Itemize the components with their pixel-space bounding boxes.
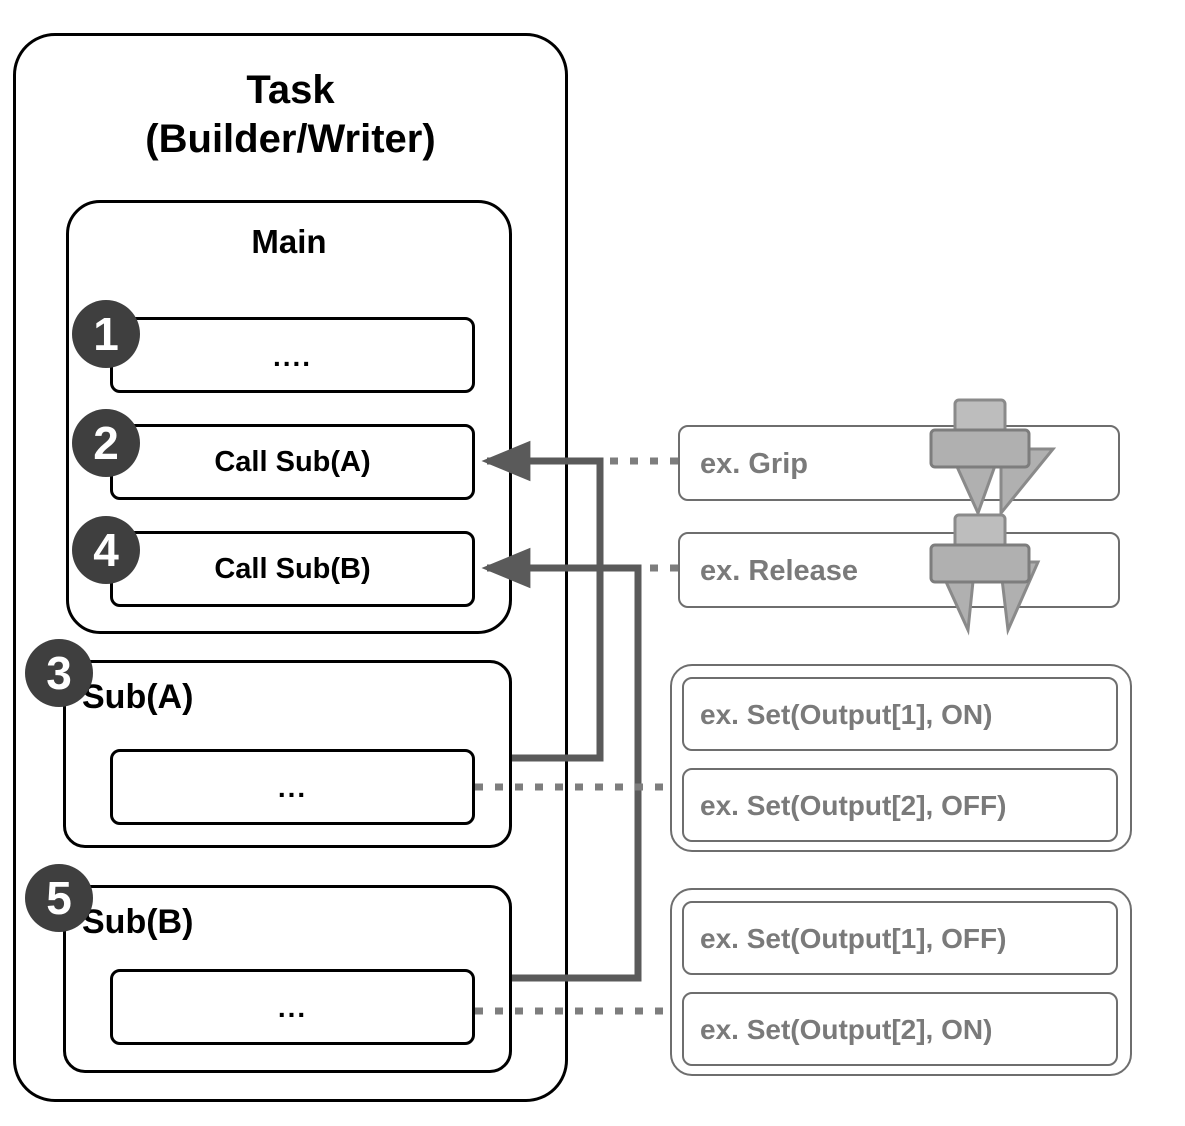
sub-b-title: Sub(B) bbox=[82, 903, 194, 941]
step-badge-2: 2 bbox=[72, 409, 140, 477]
output-group-2-container bbox=[670, 888, 1132, 1076]
sub-a-title: Sub(A) bbox=[82, 678, 194, 716]
output-label-2-2: ex. Set(Output[2], ON) bbox=[700, 1014, 993, 1045]
output-box-1-2[interactable] bbox=[682, 768, 1118, 842]
output-box-1-1[interactable] bbox=[682, 677, 1118, 751]
main-container bbox=[66, 200, 512, 634]
output-label-2-1: ex. Set(Output[1], OFF) bbox=[700, 923, 1007, 954]
output-box-2-1[interactable] bbox=[682, 901, 1118, 975]
action-box-grip[interactable] bbox=[678, 425, 1120, 501]
main-step-label-4: Call Sub(B) bbox=[214, 553, 371, 585]
step-badge-3: 3 bbox=[25, 639, 93, 707]
step-badge-5: 5 bbox=[25, 864, 93, 932]
output-label-1-2: ex. Set(Output[2], OFF) bbox=[700, 790, 1007, 821]
sub-a-body-label: ... bbox=[277, 772, 308, 803]
main-title: Main bbox=[251, 223, 327, 260]
output-group-1-container bbox=[670, 664, 1132, 852]
main-step-label-2: Call Sub(A) bbox=[214, 446, 371, 478]
output-label-1-1: ex. Set(Output[1], ON) bbox=[700, 699, 993, 730]
main-step-label-1: .... bbox=[272, 341, 313, 372]
action-box-release[interactable] bbox=[678, 532, 1120, 608]
step-badge-4: 4 bbox=[72, 516, 140, 584]
sub-a-body-box[interactable] bbox=[110, 749, 475, 825]
sub-b-body-box[interactable] bbox=[110, 969, 475, 1045]
sub-b-body-label: ... bbox=[277, 992, 308, 1023]
task-title: Task (Builder/Writer) bbox=[145, 68, 436, 161]
output-box-2-2[interactable] bbox=[682, 992, 1118, 1066]
step-badge-1: 1 bbox=[72, 300, 140, 368]
action-label-release: ex. Release bbox=[700, 555, 859, 587]
action-label-grip: ex. Grip bbox=[700, 448, 808, 480]
